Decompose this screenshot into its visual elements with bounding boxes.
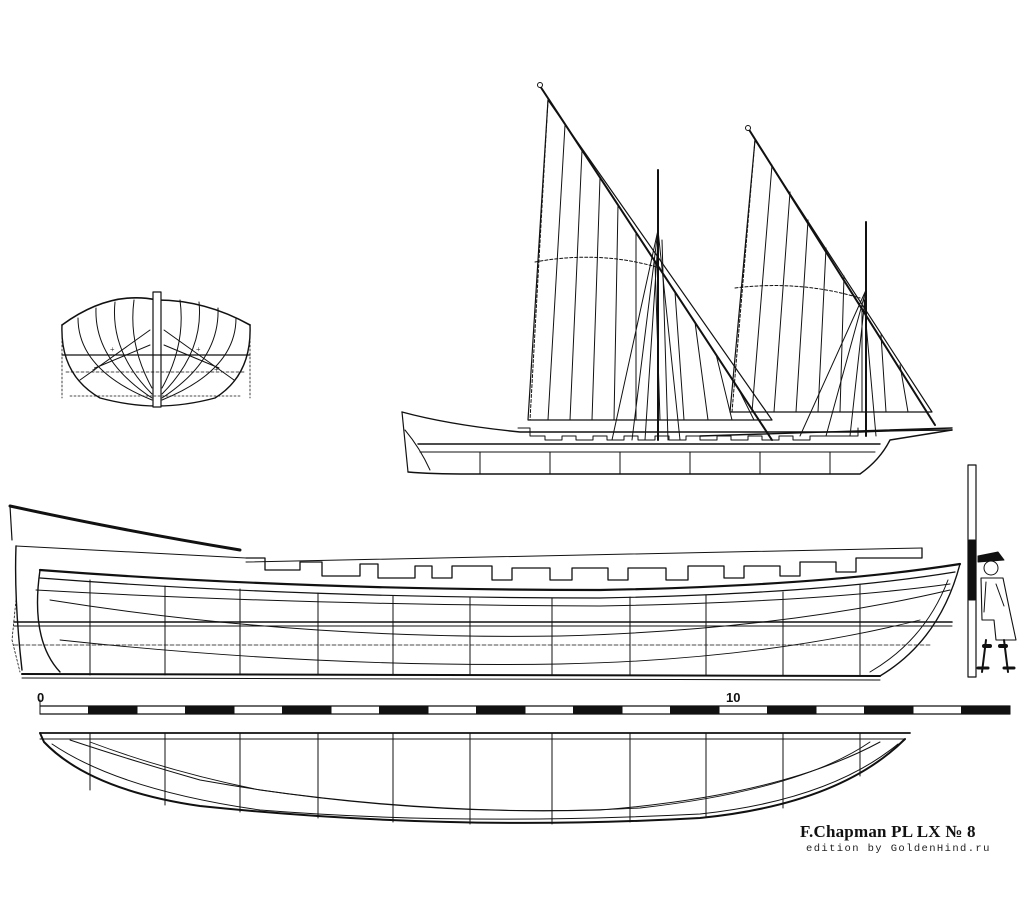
scale-segment bbox=[88, 705, 138, 715]
body-plan: + + + + bbox=[61, 291, 251, 408]
half-breadth-plan bbox=[39, 732, 911, 825]
scale-segment bbox=[961, 705, 1011, 715]
scale-bar bbox=[39, 699, 1011, 715]
scale-ten-label: 10 bbox=[726, 690, 741, 705]
svg-text:+: + bbox=[92, 365, 97, 374]
profile-plan bbox=[8, 464, 977, 681]
svg-text:+: + bbox=[196, 345, 201, 354]
sail-plan bbox=[401, 82, 953, 475]
scale-segment bbox=[282, 705, 332, 715]
plate-title: F.Chapman PL LX № 8 bbox=[800, 822, 976, 841]
scale-segment bbox=[573, 705, 623, 715]
scale-segment bbox=[864, 705, 914, 715]
scale-segment bbox=[670, 705, 720, 715]
scale-segment bbox=[379, 705, 429, 715]
svg-text:+: + bbox=[110, 345, 115, 354]
scale-segment bbox=[185, 705, 235, 715]
svg-text:+: + bbox=[214, 365, 219, 374]
scale-segment bbox=[767, 705, 817, 715]
scale-start-label: 0 bbox=[37, 690, 45, 705]
scale-figure bbox=[976, 551, 1017, 673]
scale-segment bbox=[476, 705, 526, 715]
plate-edition: edition by GoldenHind.ru bbox=[806, 843, 991, 855]
